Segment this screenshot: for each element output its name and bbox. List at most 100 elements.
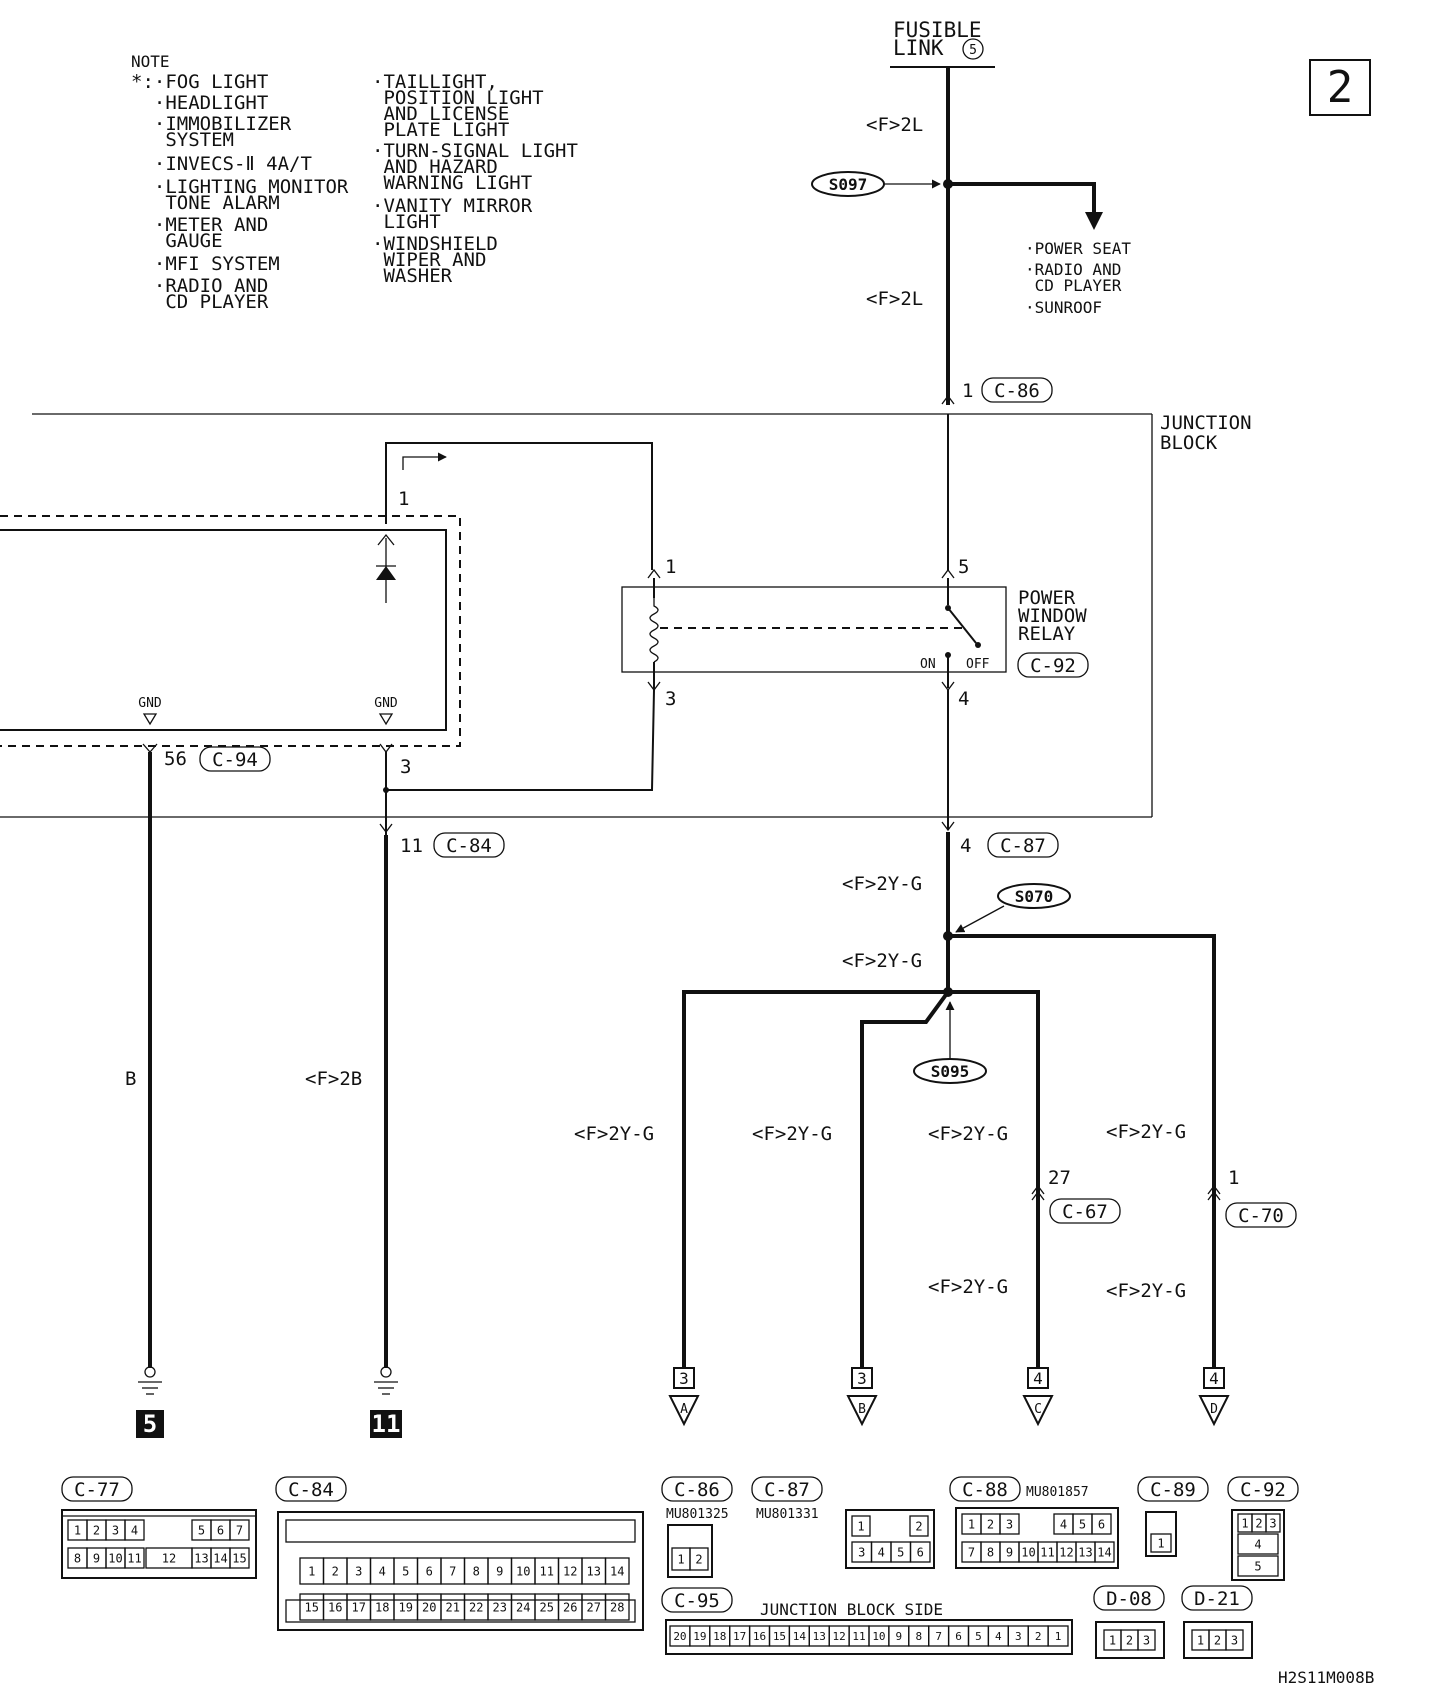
c84-pin-19: 19 bbox=[399, 1600, 413, 1614]
c88-pin-4: 4 bbox=[1060, 1517, 1067, 1531]
note-right-11: WASHER bbox=[372, 265, 453, 287]
note-left-2: ·IMMOBILIZER bbox=[131, 113, 292, 135]
d08-pin-3-cell bbox=[1137, 1629, 1156, 1651]
branch-c-letter: C bbox=[1034, 1402, 1042, 1417]
c95-pin-9: 9 bbox=[896, 1630, 903, 1643]
c77-pin-6: 6 bbox=[217, 1523, 224, 1537]
note-right-6: WARNING LIGHT bbox=[372, 172, 532, 194]
c95-pin-17: 17 bbox=[733, 1630, 746, 1643]
wire-branch-b bbox=[860, 990, 950, 1368]
connector-view-c89: C-89 1 bbox=[1137, 1476, 1209, 1557]
pin-label-c87-4: 4 bbox=[960, 835, 971, 857]
note-right-5: AND HAZARD bbox=[372, 156, 498, 178]
connector-c70-label: C-70 bbox=[1238, 1205, 1284, 1227]
c88-pin-13: 13 bbox=[1078, 1545, 1092, 1559]
junction-block-label-2: BLOCK bbox=[1160, 432, 1218, 454]
note-right-8: LIGHT bbox=[372, 211, 441, 233]
fusible-link-num-circle bbox=[962, 38, 984, 60]
c84-pin-22: 22 bbox=[469, 1600, 483, 1614]
c84-pin-23: 23 bbox=[493, 1600, 507, 1614]
c95-pin-7: 7 bbox=[935, 1630, 942, 1643]
connector-view-d21-label: D-21 bbox=[1194, 1588, 1240, 1610]
c88-pin-7: 7 bbox=[968, 1545, 975, 1559]
c84-pin-28: 28 bbox=[610, 1600, 624, 1614]
page-number: 2 bbox=[1327, 62, 1354, 113]
branch-d-letter: D bbox=[1210, 1402, 1218, 1417]
c95-pin-1-cell bbox=[1047, 1625, 1069, 1647]
c84-pin-4: 4 bbox=[379, 1564, 386, 1578]
ground-label-11: 11 bbox=[372, 1410, 401, 1438]
c84-pin-1: 1 bbox=[308, 1564, 315, 1578]
c84-pin-28-cell bbox=[604, 1593, 630, 1621]
c77-pin-4-cell bbox=[124, 1519, 145, 1541]
note-right-1: POSITION LIGHT bbox=[372, 87, 544, 109]
c84-pin-18: 18 bbox=[375, 1600, 389, 1614]
c77-pin-11-cell bbox=[124, 1547, 145, 1569]
wire-label-f2yg-1: <F>2Y-G bbox=[842, 873, 922, 895]
note-title: NOTE bbox=[131, 52, 170, 71]
c77-pin-3: 3 bbox=[112, 1523, 119, 1537]
pin-label-relay-5: 5 bbox=[958, 556, 969, 578]
c84-pin-25: 25 bbox=[540, 1600, 554, 1614]
c88-pin-8: 8 bbox=[987, 1545, 994, 1559]
junction-block-label-1: JUNCTION bbox=[1160, 412, 1252, 434]
ground-symbol-5: 5 bbox=[136, 1366, 164, 1438]
pin-label-c67-27: 27 bbox=[1048, 1167, 1071, 1189]
c88-pin-12: 12 bbox=[1059, 1545, 1073, 1559]
c84-pin-6: 6 bbox=[426, 1564, 433, 1578]
relay-on-label: ON bbox=[920, 657, 936, 672]
wire-label-b: B bbox=[125, 1068, 136, 1090]
note-left-1: ·HEADLIGHT bbox=[131, 92, 268, 114]
part-number-c86: MU801325 bbox=[666, 1507, 729, 1522]
wire-label-branch-d2: <F>2Y-G bbox=[1106, 1280, 1186, 1302]
pin-label-loop-1: 1 bbox=[398, 488, 409, 510]
c95-pin-18: 18 bbox=[713, 1630, 726, 1643]
c84-pin-26: 26 bbox=[563, 1600, 577, 1614]
branch-b-num: 3 bbox=[857, 1369, 867, 1388]
c84-pin-3: 3 bbox=[355, 1564, 362, 1578]
c77-pin-14: 14 bbox=[213, 1551, 227, 1565]
c87-pin-3: 3 bbox=[858, 1545, 865, 1559]
c77-pin-9: 9 bbox=[93, 1551, 100, 1565]
branch-terminal-d: 4 D bbox=[1198, 1367, 1230, 1427]
c86-pin-2: 2 bbox=[695, 1552, 702, 1566]
note-right-2: AND LICENSE bbox=[372, 103, 509, 125]
c95-pin-2: 2 bbox=[1035, 1630, 1042, 1643]
c87-pin-1: 1 bbox=[857, 1519, 864, 1533]
c77-pin-4: 4 bbox=[131, 1523, 138, 1537]
pin-label-relay-coil-1: 1 bbox=[665, 556, 676, 578]
part-number-c88: MU801857 bbox=[1026, 1485, 1089, 1500]
note-left-8: GAUGE bbox=[131, 230, 223, 252]
c87-pin-4: 4 bbox=[878, 1545, 885, 1559]
splice-s095: S095 bbox=[931, 1062, 970, 1081]
c84-pin-8: 8 bbox=[473, 1564, 480, 1578]
connector-view-c87-label: C-87 bbox=[764, 1479, 810, 1501]
c95-pin-1: 1 bbox=[1055, 1630, 1062, 1643]
note-block: NOTE *:·FOG LIGHT ·HEADLIGHT ·IMMOBILIZE… bbox=[131, 52, 578, 313]
c87-pin-5: 5 bbox=[897, 1545, 904, 1559]
wire-label-f2l-1: <F>2L bbox=[866, 114, 923, 136]
c88-pin-3: 3 bbox=[1006, 1517, 1013, 1531]
wire-label-branch-c2: <F>2Y-G bbox=[928, 1276, 1008, 1298]
c88-pin-11: 11 bbox=[1040, 1545, 1054, 1559]
wire-label-branch-a: <F>2Y-G bbox=[574, 1123, 654, 1145]
feed-1: ·RADIO AND bbox=[1025, 260, 1121, 279]
c92-pin-5-cell bbox=[1237, 1555, 1279, 1577]
c89-pin-1-cell bbox=[1150, 1533, 1172, 1553]
d08-pin-2: 2 bbox=[1126, 1633, 1133, 1647]
c92-pin-3: 3 bbox=[1269, 1516, 1276, 1530]
splice-s070: S070 bbox=[1015, 887, 1054, 906]
wire-branch-c bbox=[948, 990, 1040, 1368]
c88-pin-2: 2 bbox=[987, 1517, 994, 1531]
d21-pin-3: 3 bbox=[1231, 1633, 1238, 1647]
wire-label-branch-b: <F>2Y-G bbox=[752, 1123, 832, 1145]
c95-pin-13: 13 bbox=[813, 1630, 826, 1643]
c95-pin-19: 19 bbox=[693, 1630, 706, 1643]
c88-pin-6: 6 bbox=[1098, 1517, 1105, 1531]
note-right-0: ·TAILLIGHT, bbox=[372, 71, 498, 93]
c95-pin-8: 8 bbox=[915, 1630, 922, 1643]
gnd-label-1: GND bbox=[138, 696, 162, 711]
connector-c86-label: C-86 bbox=[994, 380, 1040, 402]
